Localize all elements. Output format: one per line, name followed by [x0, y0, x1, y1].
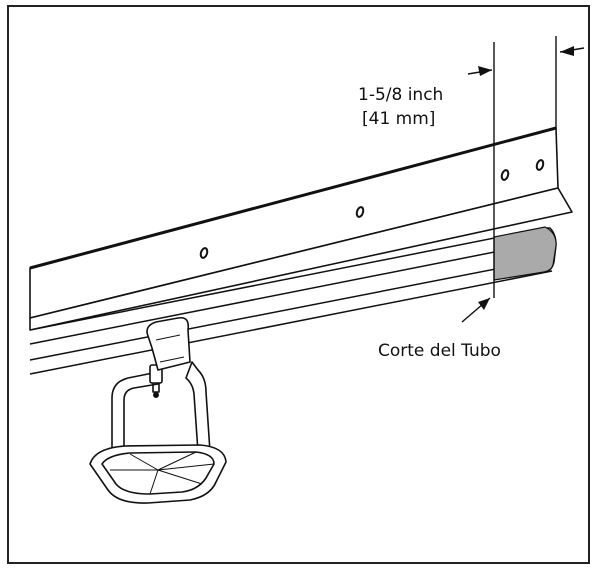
- dimension-arrow-right: [560, 46, 574, 56]
- cut-label: Corte del Tubo: [378, 341, 501, 361]
- dimension-arrow-left: [478, 66, 492, 76]
- drinker-bowl: [89, 361, 227, 504]
- tube-clamp: [146, 316, 191, 371]
- rail-top-edge: [29, 126, 557, 270]
- dimension-label-mm: [41 mm]: [362, 109, 435, 129]
- cut-arrow: [478, 298, 490, 310]
- support-rail: [29, 127, 573, 331]
- water-tube: [29, 227, 557, 375]
- frame-border: [7, 5, 590, 564]
- tube-cut-section: [493, 226, 557, 281]
- arrow-heads: [478, 46, 574, 310]
- dimension-label-inch: 1-5/8 inch: [358, 85, 443, 105]
- rail-holes: [199, 159, 545, 259]
